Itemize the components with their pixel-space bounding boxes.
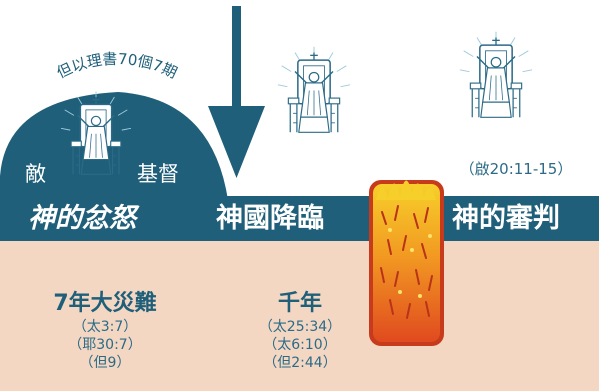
era-title-tribulation: 7年大災難 [53,291,157,316]
dome-word-right: 基督 [137,162,179,186]
bar-label-wrath: 神的忿怒 [28,203,136,234]
era-ref: （太6:10） [263,337,337,353]
bar-label-kingdom: 神國降臨 [216,203,324,234]
era-ref: （但2:44） [263,355,337,371]
arc-label: 但以理書70個7期 [54,50,180,82]
throne-figure-icon [459,31,533,119]
down-arrow-icon [232,6,241,110]
era-title-millennium: 千年 [277,291,322,316]
era-ref: （但9） [79,355,131,371]
era-ref: （太25:34） [258,319,342,335]
era-ref: （太3:7） [72,319,138,335]
dome-word-left: 敵 [25,162,46,186]
judgment-ref: （啟20:11-15） [459,160,573,178]
throne-figure-icon [277,46,351,134]
era-ref: （耶30:7） [68,337,142,353]
fire-pit-icon [369,180,444,346]
bar-label-judgment: 神的審判 [452,203,560,234]
